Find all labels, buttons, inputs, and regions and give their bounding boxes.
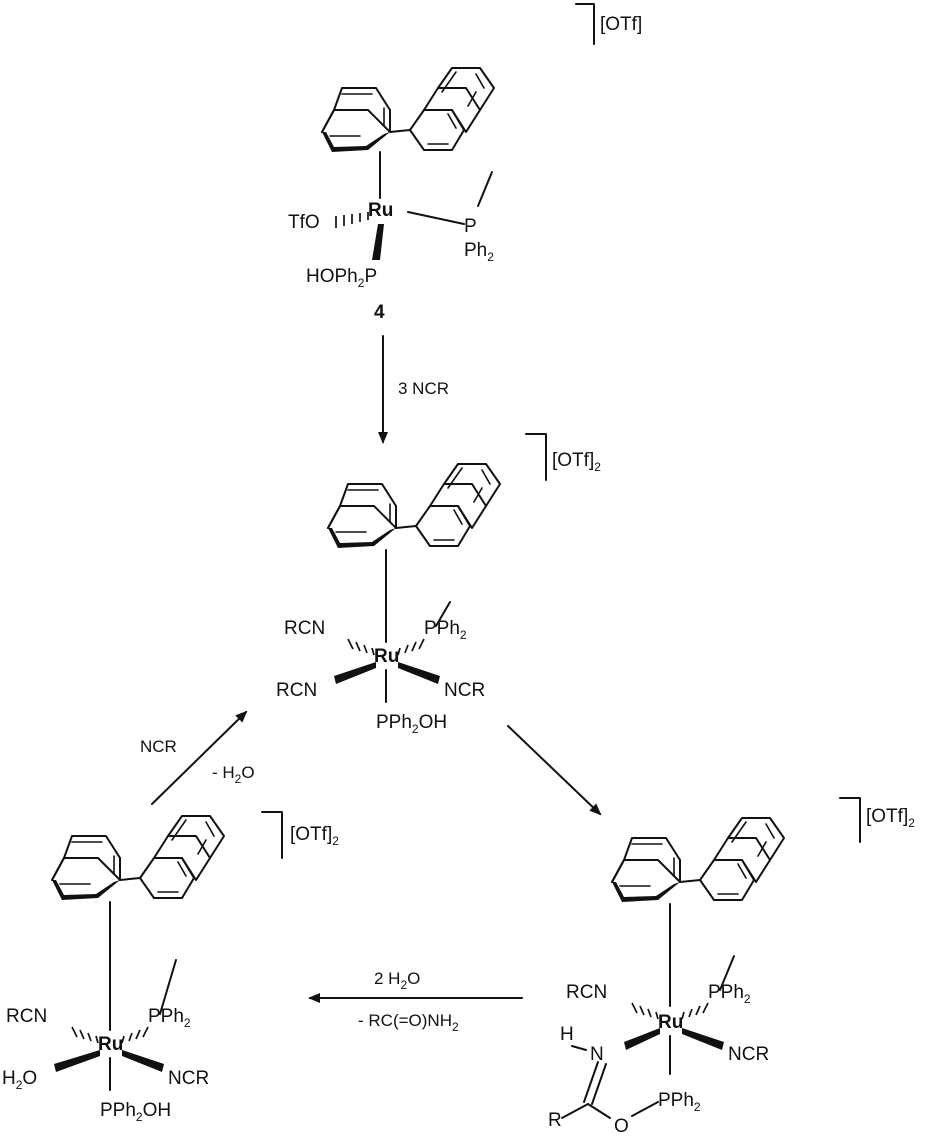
binaphthyl-ligand [611, 817, 785, 903]
wedge-bond-ncr [398, 662, 440, 684]
complex-right: Ru RCN PPh2 NCR H N R O PPh2 [OTf]2 [548, 797, 915, 1136]
arrow-bottom: 2 H2O - RC(=O)NH2 [308, 969, 523, 1034]
complex-top: Ru RCN RCN PPh2 NCR PPh2OH [OTf]2 [276, 433, 601, 736]
pph2oh-label: PPh2OH [100, 1100, 171, 1124]
arrow-left-label-2: - H2O [212, 763, 255, 786]
rcn-label: RCN [6, 1006, 47, 1027]
wedge-bond-ncr [682, 1028, 724, 1050]
arrow-down-label: 3 NCR [398, 379, 449, 398]
pph2-label: PPh2 [148, 1006, 191, 1030]
arrow-down: 3 NCR [378, 335, 449, 444]
binaphthyl-ligand [327, 463, 501, 549]
compound-number: 4 [374, 302, 385, 323]
wedge-bond-n [624, 1028, 660, 1050]
ncr-label: NCR [168, 1068, 209, 1089]
arrow-bottom-label-2: - RC(=O)NH2 [358, 1011, 459, 1034]
arrow-left-label-1: NCR [140, 737, 177, 756]
hashed-bond-rcn [347, 638, 375, 656]
charge-bracket [575, 3, 595, 45]
amide-h-label: H [560, 1024, 574, 1045]
pph2-label: PPh2 [424, 618, 467, 642]
rcn-label: RCN [284, 618, 325, 639]
binaphthyl-ligand [51, 815, 225, 901]
ncr-label: NCR [444, 680, 485, 701]
arrow-left-up: NCR - H2O [140, 710, 255, 805]
counterion-label: [OTf]2 [552, 450, 601, 474]
hophos-label: HOPh2P [306, 266, 377, 290]
arrow-bottom-label-1: 2 H2O [374, 969, 420, 992]
triflate-label: TfO [288, 212, 320, 233]
ncr-label: NCR [728, 1044, 769, 1065]
ph2-label: Ph2 [464, 240, 494, 264]
hashed-bond-tfo [335, 212, 369, 228]
rcn-label: RCN [276, 680, 317, 701]
wedge-bond-hophos [372, 224, 384, 260]
hashed-bond-rcn [631, 1002, 659, 1020]
complex-4: Ru TfO P Ph2 HOPh2P 4 [OTf] [288, 3, 642, 323]
pph2oh-label: PPh2OH [376, 712, 447, 736]
wedge-bond-h2o [54, 1050, 100, 1072]
wedge-bond-rcn [334, 662, 376, 684]
hashed-bond-pph2 [121, 1026, 149, 1044]
hashed-bond-pph2 [397, 638, 425, 656]
counterion-label: [OTf]2 [290, 824, 339, 848]
binaphthyl-ligand [321, 67, 495, 153]
ru-center: Ru [98, 1034, 123, 1055]
hashed-bond-rcn [71, 1026, 99, 1044]
complex-left: Ru RCN H2O PPh2 NCR PPh2OH [OTf]2 [2, 811, 339, 1124]
amide-o-label: O [614, 1116, 629, 1136]
rcn-label: RCN [566, 982, 607, 1003]
phosphine-label: P [464, 216, 477, 237]
wedge-bond-ncr [122, 1050, 164, 1072]
amide-n-label: N [590, 1044, 604, 1065]
amide-r-label: R [548, 1110, 562, 1131]
charge-bracket [261, 811, 283, 859]
charge-bracket [839, 797, 861, 843]
pph2-label: PPh2 [708, 982, 751, 1006]
ru-center: Ru [658, 1012, 683, 1033]
counterion-label: [OTf]2 [866, 806, 915, 830]
ru-center: Ru [374, 646, 399, 667]
counterion-label: [OTf] [600, 14, 642, 35]
hashed-bond-pph2 [681, 1002, 709, 1020]
charge-bracket [525, 433, 547, 481]
ru-center: Ru [368, 200, 393, 221]
h2o-label: H2O [2, 1068, 37, 1092]
arrow-right-down [507, 725, 602, 816]
pph2-label: PPh2 [658, 1090, 701, 1114]
